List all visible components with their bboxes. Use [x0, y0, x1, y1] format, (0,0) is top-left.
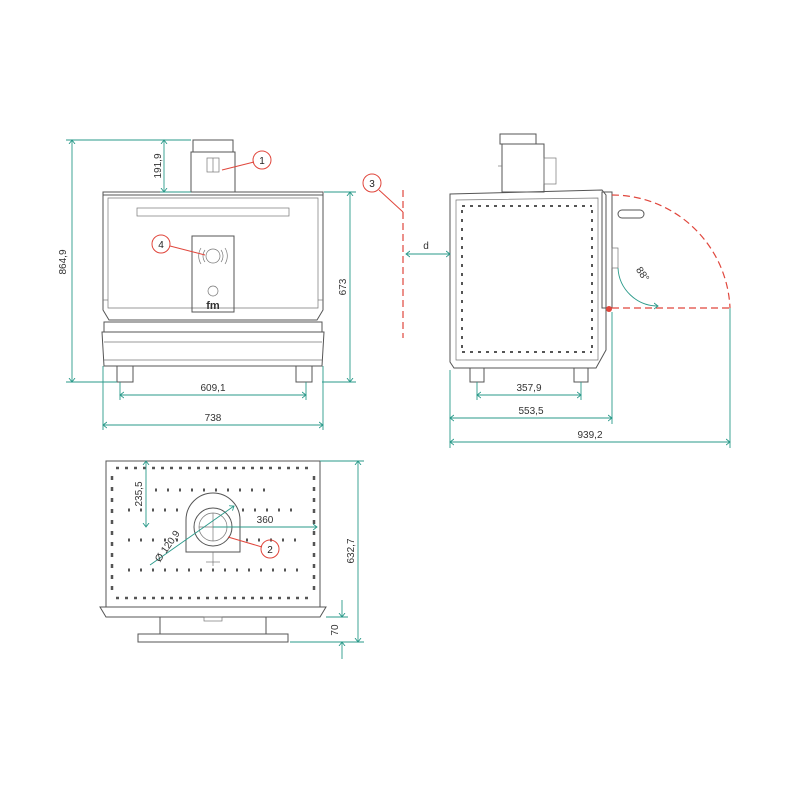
side-dimensions: d 88° 357,9 553,5 939,2	[406, 241, 730, 448]
front-base-rail	[103, 321, 323, 333]
front-logo-text: fm	[206, 300, 220, 312]
door-swing-arc	[611, 194, 731, 309]
side-chimney-cap	[499, 133, 537, 145]
dim-top-depth: 632,7	[346, 538, 357, 563]
top-flue-housing	[185, 492, 241, 553]
dim-top-flue-diameter: Ø 120,9	[153, 528, 183, 564]
dim-front-width: 738	[205, 413, 222, 424]
svg-text:4: 4	[158, 240, 164, 251]
front-body	[102, 194, 324, 321]
side-foot-left	[469, 367, 485, 383]
front-knob	[205, 248, 221, 264]
dim-side-total-depth: 939,2	[577, 430, 602, 441]
callout-2: 2	[227, 536, 280, 559]
dim-door-angle: 88°	[633, 265, 651, 284]
front-control-panel	[191, 235, 235, 313]
dim-top-handle: 70	[330, 624, 341, 636]
dim-top-offset-vertical: 235,5	[134, 481, 145, 506]
side-chimney	[501, 143, 545, 193]
side-view	[402, 133, 731, 383]
dim-front-body-height: 673	[338, 278, 349, 295]
top-view	[99, 460, 327, 643]
callout-4: 4	[151, 234, 206, 256]
side-foot-right	[573, 367, 589, 383]
dim-top-offset-horizontal: 360	[257, 515, 274, 526]
svg-text:2: 2	[267, 545, 273, 556]
callout-3: 3	[362, 173, 404, 213]
dim-side-d: d	[423, 241, 429, 252]
front-foot-left	[116, 365, 134, 383]
svg-text:1: 1	[259, 156, 265, 167]
side-door	[601, 191, 613, 309]
dim-front-total-height: 864,9	[58, 249, 69, 274]
front-base	[101, 331, 325, 367]
dim-chimney-height: 191,9	[153, 153, 164, 178]
dim-front-feet-span: 609,1	[200, 383, 225, 394]
side-door-handle	[617, 209, 645, 219]
side-body	[449, 189, 607, 369]
svg-text:3: 3	[369, 179, 375, 190]
front-dimensions: 864,9 191,9 673 609,1 738	[58, 140, 356, 430]
front-view: fm	[101, 139, 325, 383]
dim-side-depth: 553,5	[518, 406, 543, 417]
front-window-slot	[136, 207, 290, 217]
front-chimney-cap	[192, 139, 234, 153]
side-door-hinge	[606, 306, 612, 312]
top-front-rail	[99, 606, 327, 618]
front-brand-emblem	[207, 285, 219, 297]
dim-side-feet-span: 357,9	[516, 383, 541, 394]
callout-1: 1	[221, 150, 272, 171]
top-handle-bar	[137, 633, 289, 643]
front-foot-right	[295, 365, 313, 383]
